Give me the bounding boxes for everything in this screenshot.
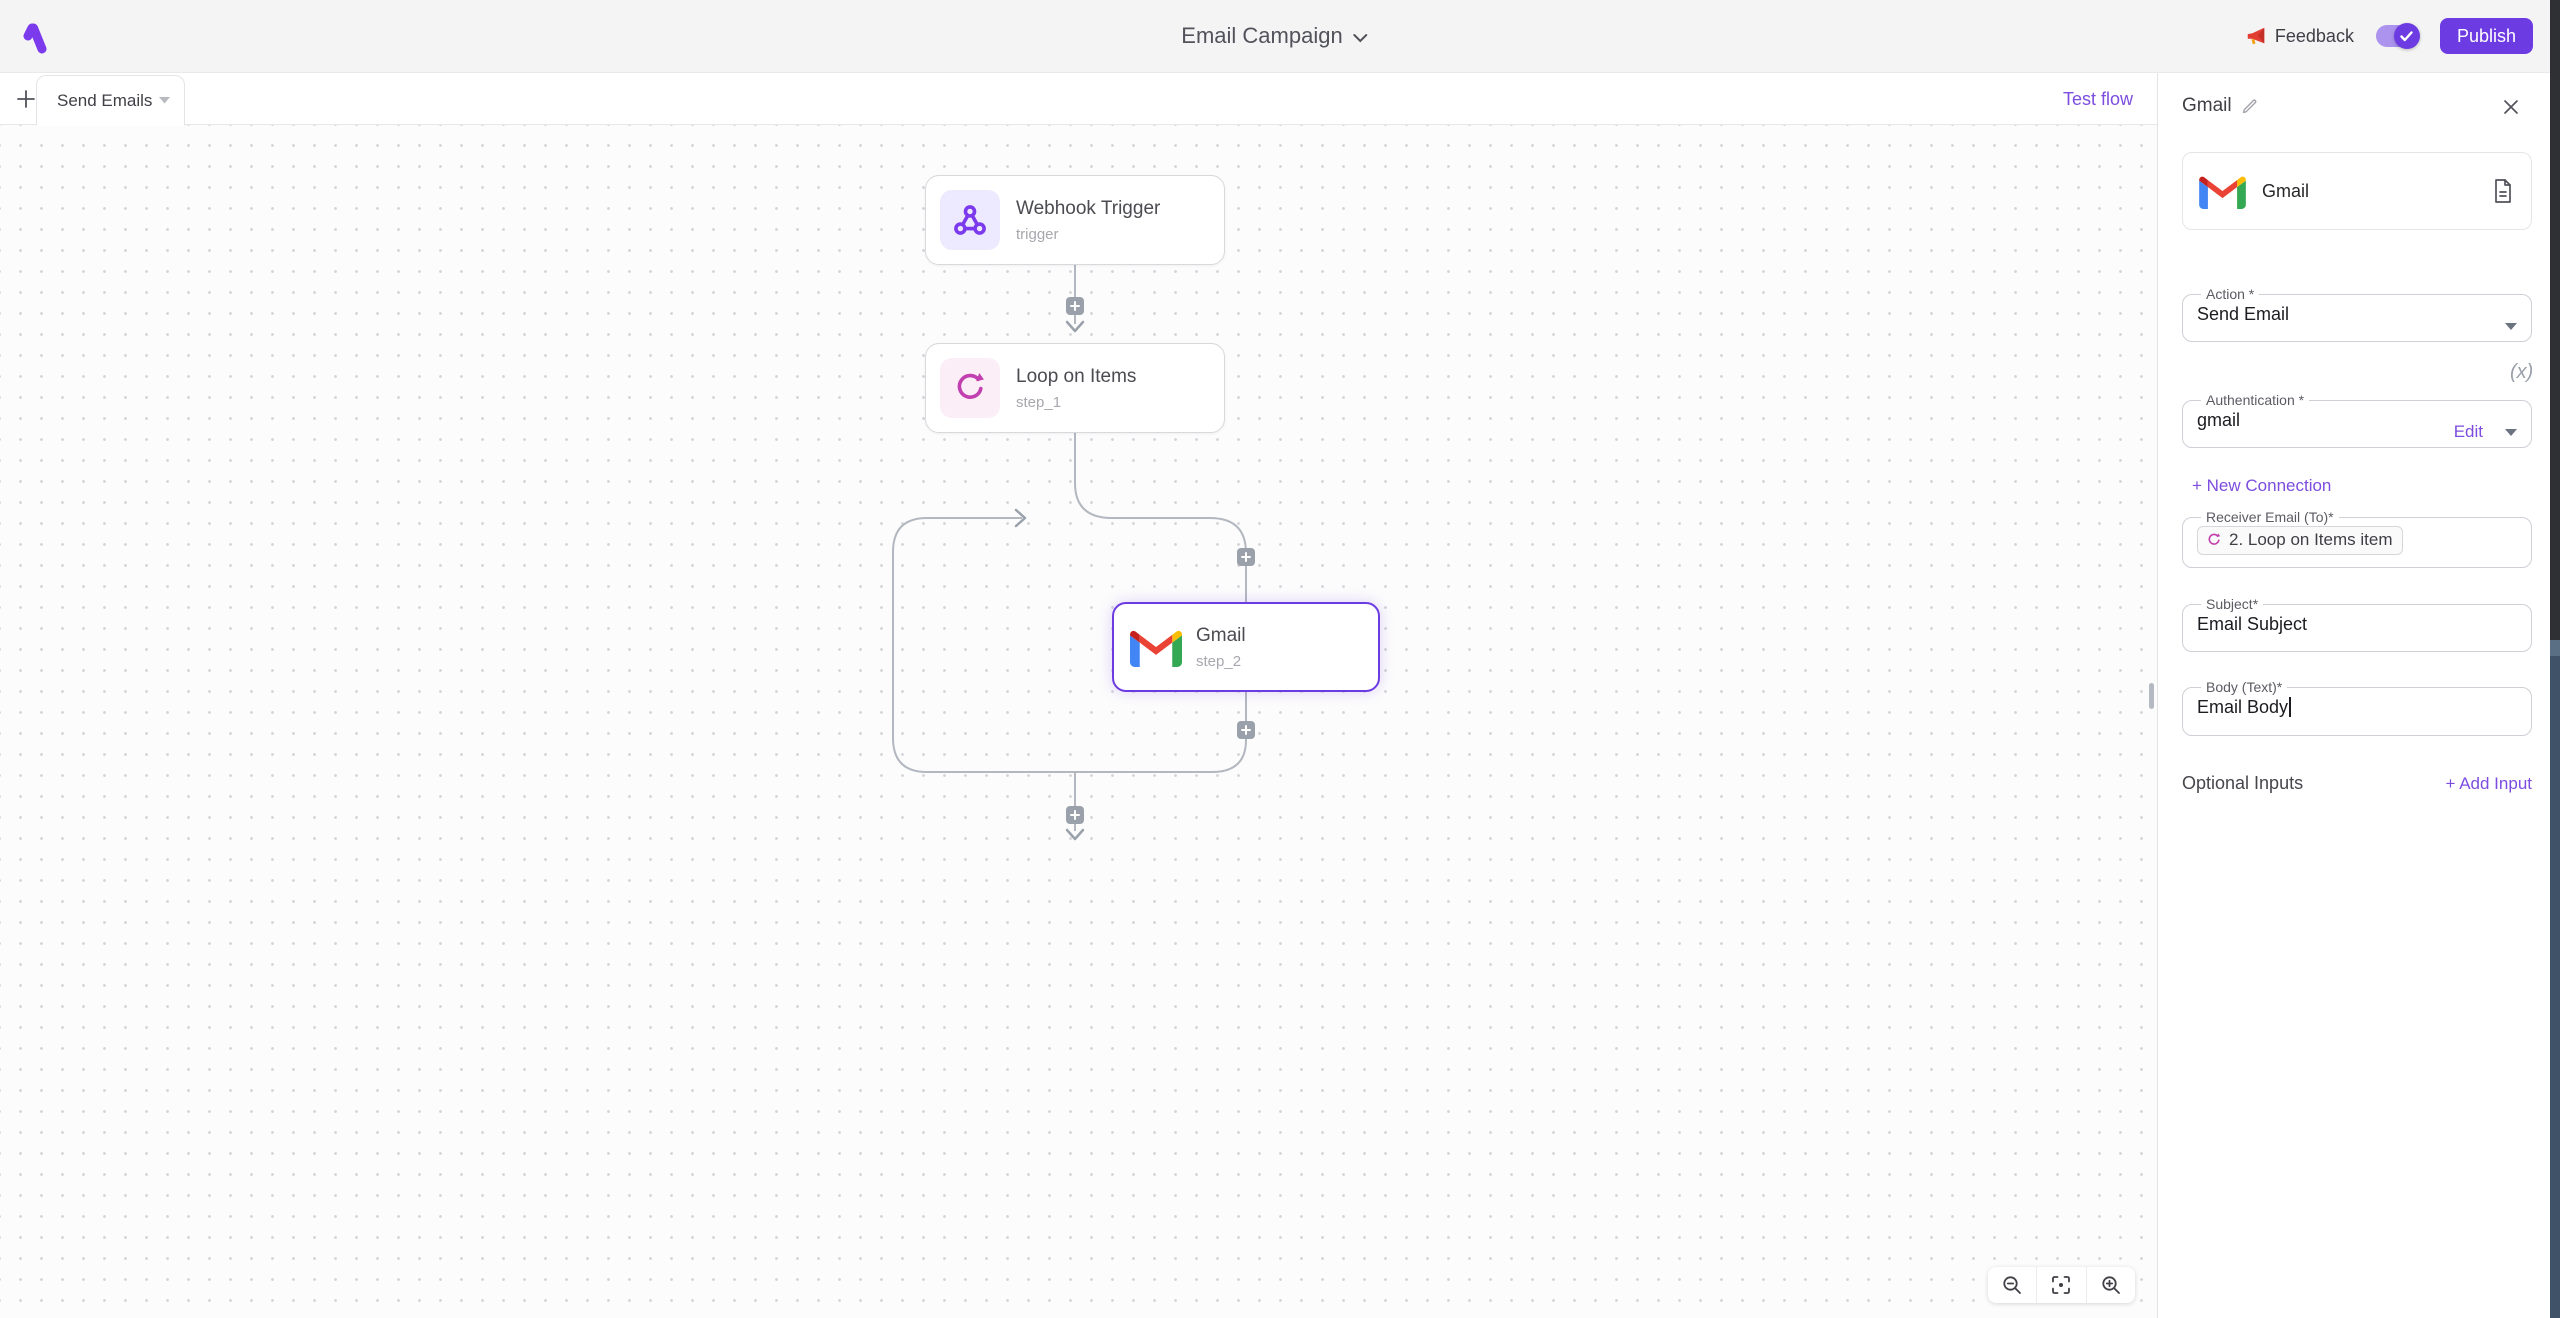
flow-tab-label: Send Emails	[57, 90, 153, 110]
body-text-label: Body (Text)*	[2206, 679, 2283, 695]
step-settings-panel: Gmail Gmail Action * Send Email (x) Auth…	[2157, 73, 2550, 1318]
plus-icon	[1070, 301, 1080, 311]
scrollbar-thumb[interactable]	[2550, 0, 2560, 640]
plus-icon	[1241, 552, 1251, 562]
action-label: Action *	[2206, 286, 2255, 302]
add-step-button[interactable]	[1237, 721, 1255, 739]
gmail-logo-icon	[2199, 176, 2246, 209]
panel-resize-handle[interactable]	[2149, 683, 2154, 709]
token-label: 2. Loop on Items item	[2229, 530, 2393, 549]
node-step-name: step_2	[1196, 652, 1242, 670]
webhook-icon	[940, 190, 1000, 250]
edit-connection-link[interactable]: Edit	[2453, 422, 2483, 441]
canvas-zoom-controls	[1988, 1267, 2135, 1303]
node-gmail[interactable]: Gmail step_2	[1112, 602, 1380, 692]
flow-tab-strip: Send Emails Test flow	[0, 73, 2157, 126]
loop-icon	[2208, 533, 2221, 545]
caret-down-icon	[2505, 429, 2517, 436]
app-logo-icon[interactable]	[22, 22, 48, 54]
body-text-value: Email Body	[2197, 697, 2289, 717]
receiver-email-label: Receiver Email (To)*	[2206, 509, 2334, 525]
caret-down-icon	[159, 97, 170, 104]
panel-title: Gmail	[2182, 95, 2232, 116]
flow-title-menu[interactable]: Email Campaign	[1181, 23, 1368, 49]
plus-icon	[1241, 725, 1251, 735]
gmail-logo-icon	[1130, 630, 1182, 667]
node-webhook-trigger[interactable]: Webhook Trigger trigger	[925, 175, 1225, 265]
megaphone-icon	[2247, 27, 2265, 45]
action-select[interactable]: Action * Send Email	[2182, 287, 2532, 342]
flow-enabled-toggle[interactable]	[2375, 23, 2420, 49]
piece-info-card: Gmail	[2182, 152, 2532, 230]
piece-name: Gmail	[2262, 180, 2310, 201]
close-icon[interactable]	[2501, 97, 2521, 117]
authentication-select[interactable]: Authentication * gmail Edit	[2182, 393, 2532, 448]
zoom-in-icon	[2102, 1276, 2120, 1294]
flow-canvas[interactable]: Send Emails Test flow	[0, 73, 2157, 1318]
feedback-button[interactable]: Feedback	[2245, 25, 2354, 47]
check-icon	[2400, 30, 2414, 41]
feedback-label: Feedback	[2274, 25, 2354, 46]
action-value: Send Email	[2197, 304, 2290, 324]
node-title: Webhook Trigger	[1016, 197, 1161, 219]
flow-connectors	[892, 265, 1247, 841]
body-text-field[interactable]: Body (Text)* Email Body	[2182, 680, 2532, 736]
fit-view-button[interactable]	[2036, 1267, 2085, 1303]
loop-item-token[interactable]: 2. Loop on Items item	[2197, 526, 2404, 555]
flow-tab[interactable]: Send Emails	[36, 75, 185, 126]
new-connection-link[interactable]: + New Connection	[2192, 476, 2332, 495]
insert-variable-icon[interactable]: (x)	[2510, 361, 2534, 383]
toggle-knob	[2393, 23, 2420, 49]
node-loop-on-items[interactable]: Loop on Items step_1	[925, 343, 1225, 433]
plus-icon	[1070, 810, 1080, 820]
add-step-button[interactable]	[1237, 548, 1255, 566]
plus-icon	[17, 90, 35, 108]
subject-field[interactable]: Subject* Email Subject	[2182, 597, 2532, 652]
authentication-label: Authentication *	[2206, 392, 2305, 408]
text-cursor	[2289, 697, 2291, 717]
page-scrollbar	[2550, 0, 2560, 1318]
publish-button[interactable]: Publish	[2439, 18, 2533, 54]
node-title: Loop on Items	[1016, 365, 1137, 387]
page-title: Email Campaign	[1181, 23, 1343, 48]
add-input-link[interactable]: + Add Input	[2445, 773, 2533, 793]
docs-icon[interactable]	[2491, 178, 2515, 204]
edit-pencil-icon[interactable]	[2241, 98, 2258, 115]
receiver-email-field[interactable]: Receiver Email (To)* 2. Loop on Items it…	[2182, 510, 2532, 568]
node-step-name: trigger	[1016, 225, 1059, 243]
zoom-out-button[interactable]	[1988, 1267, 2036, 1303]
chevron-down-icon	[1353, 33, 1368, 42]
test-flow-button[interactable]: Test flow	[2062, 89, 2133, 109]
node-title: Gmail	[1196, 624, 1246, 646]
zoom-in-button[interactable]	[2085, 1267, 2135, 1303]
top-bar: Email Campaign Feedback Publish	[0, 0, 2550, 73]
scrollbar-thumb-end	[2550, 640, 2560, 656]
node-step-name: step_1	[1016, 393, 1062, 411]
add-flow-button[interactable]	[10, 83, 42, 115]
add-step-button[interactable]	[1066, 806, 1084, 824]
zoom-out-icon	[2003, 1276, 2022, 1294]
optional-inputs-heading: Optional Inputs	[2182, 773, 2304, 793]
add-step-button[interactable]	[1066, 297, 1084, 315]
fit-view-icon	[2052, 1276, 2071, 1294]
subject-value: Email Subject	[2197, 614, 2308, 634]
loop-icon	[940, 358, 1000, 418]
authentication-value: gmail	[2197, 410, 2241, 430]
caret-down-icon	[2505, 323, 2517, 330]
subject-label: Subject*	[2206, 596, 2259, 612]
